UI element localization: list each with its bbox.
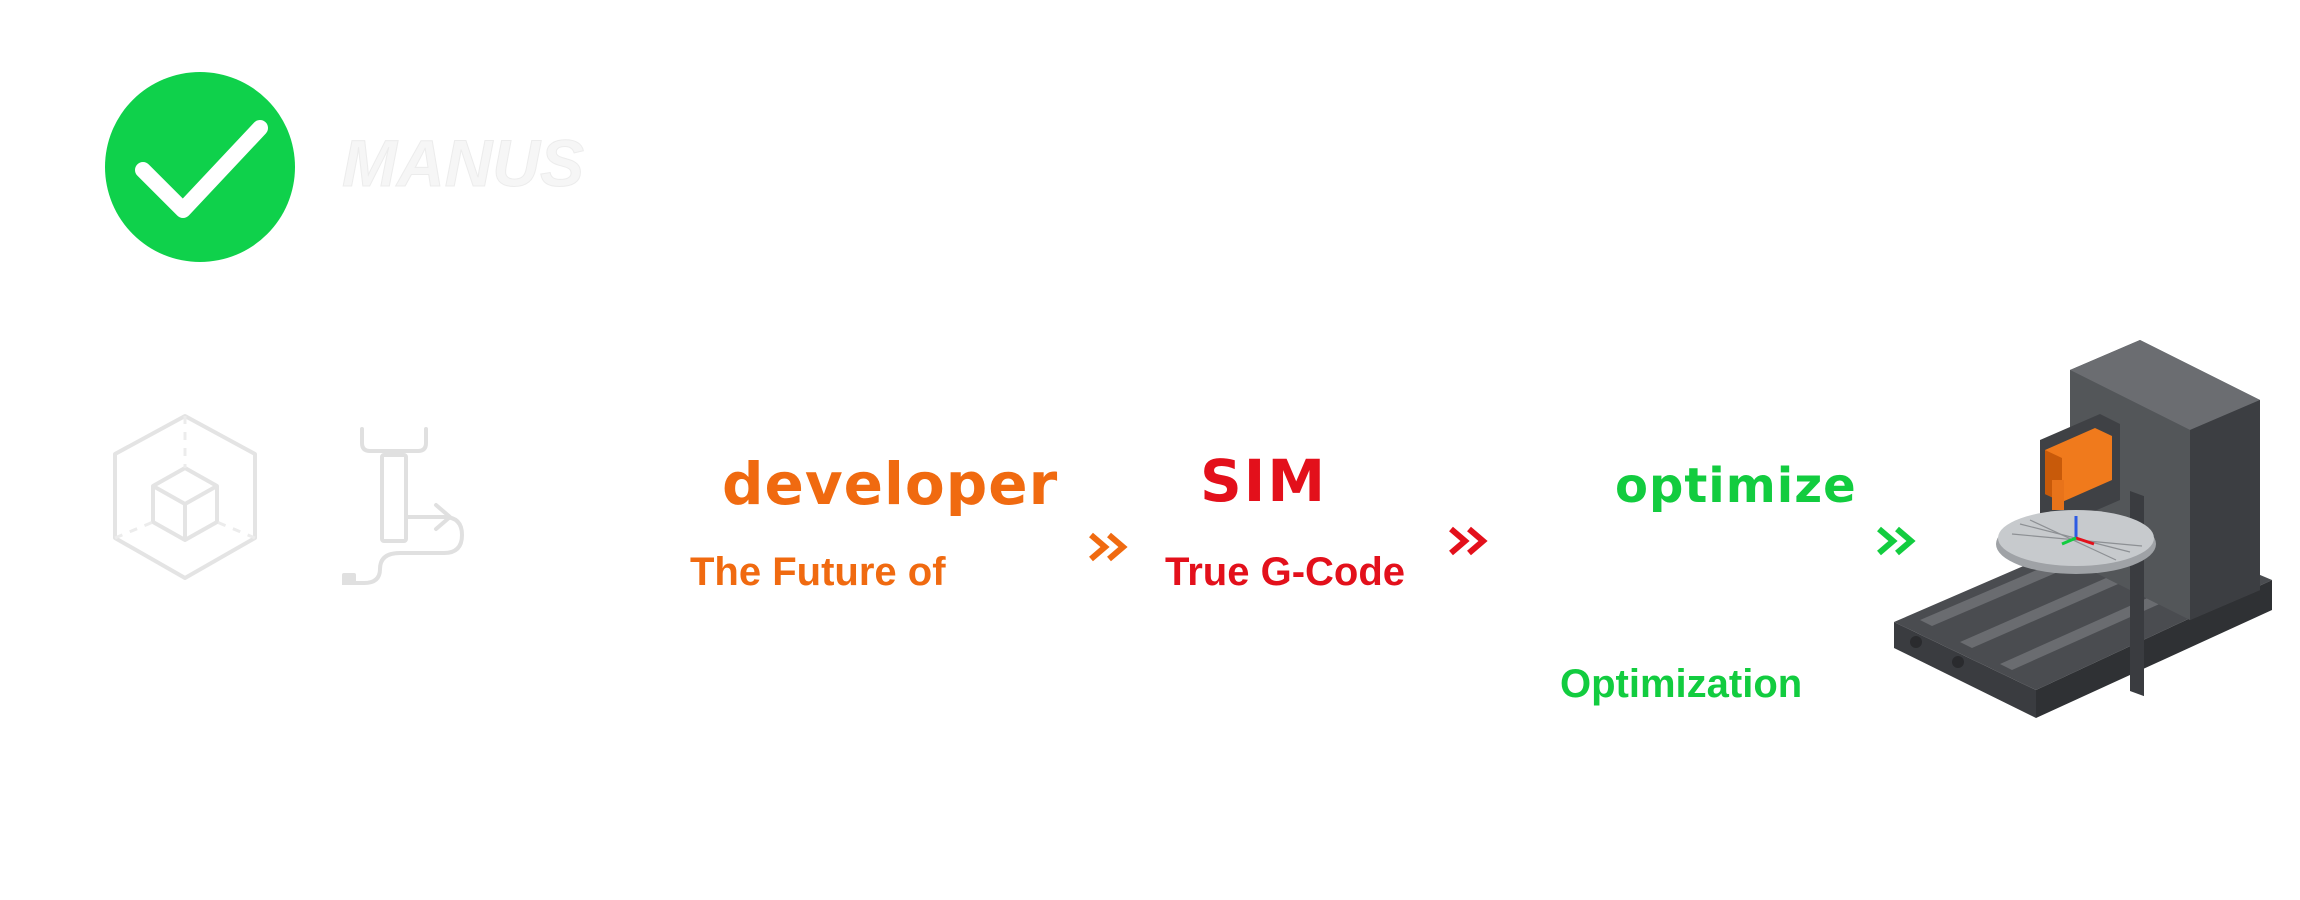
double-chevron-right-icon [1873, 521, 1923, 561]
check-circle-icon [105, 72, 295, 262]
spindle-toolpath-icon [340, 425, 500, 585]
optimize-brand: optimize [1615, 458, 1857, 514]
tagline-optimization: Optimization [1560, 662, 1803, 706]
cube-3d-icon [105, 410, 265, 585]
tagline-future: The Future of [690, 550, 946, 594]
manus-logo: MANUS [340, 128, 620, 198]
double-chevron-right-icon [1085, 527, 1135, 567]
logo-text: MANUS [342, 128, 584, 198]
double-chevron-right-icon [1445, 521, 1495, 561]
cnc-machine-illustration [1880, 330, 2280, 730]
tagline-gcode: True G-Code [1165, 550, 1406, 594]
sim-brand: SIM [1200, 447, 1328, 515]
developer-brand: developer [722, 450, 1059, 518]
